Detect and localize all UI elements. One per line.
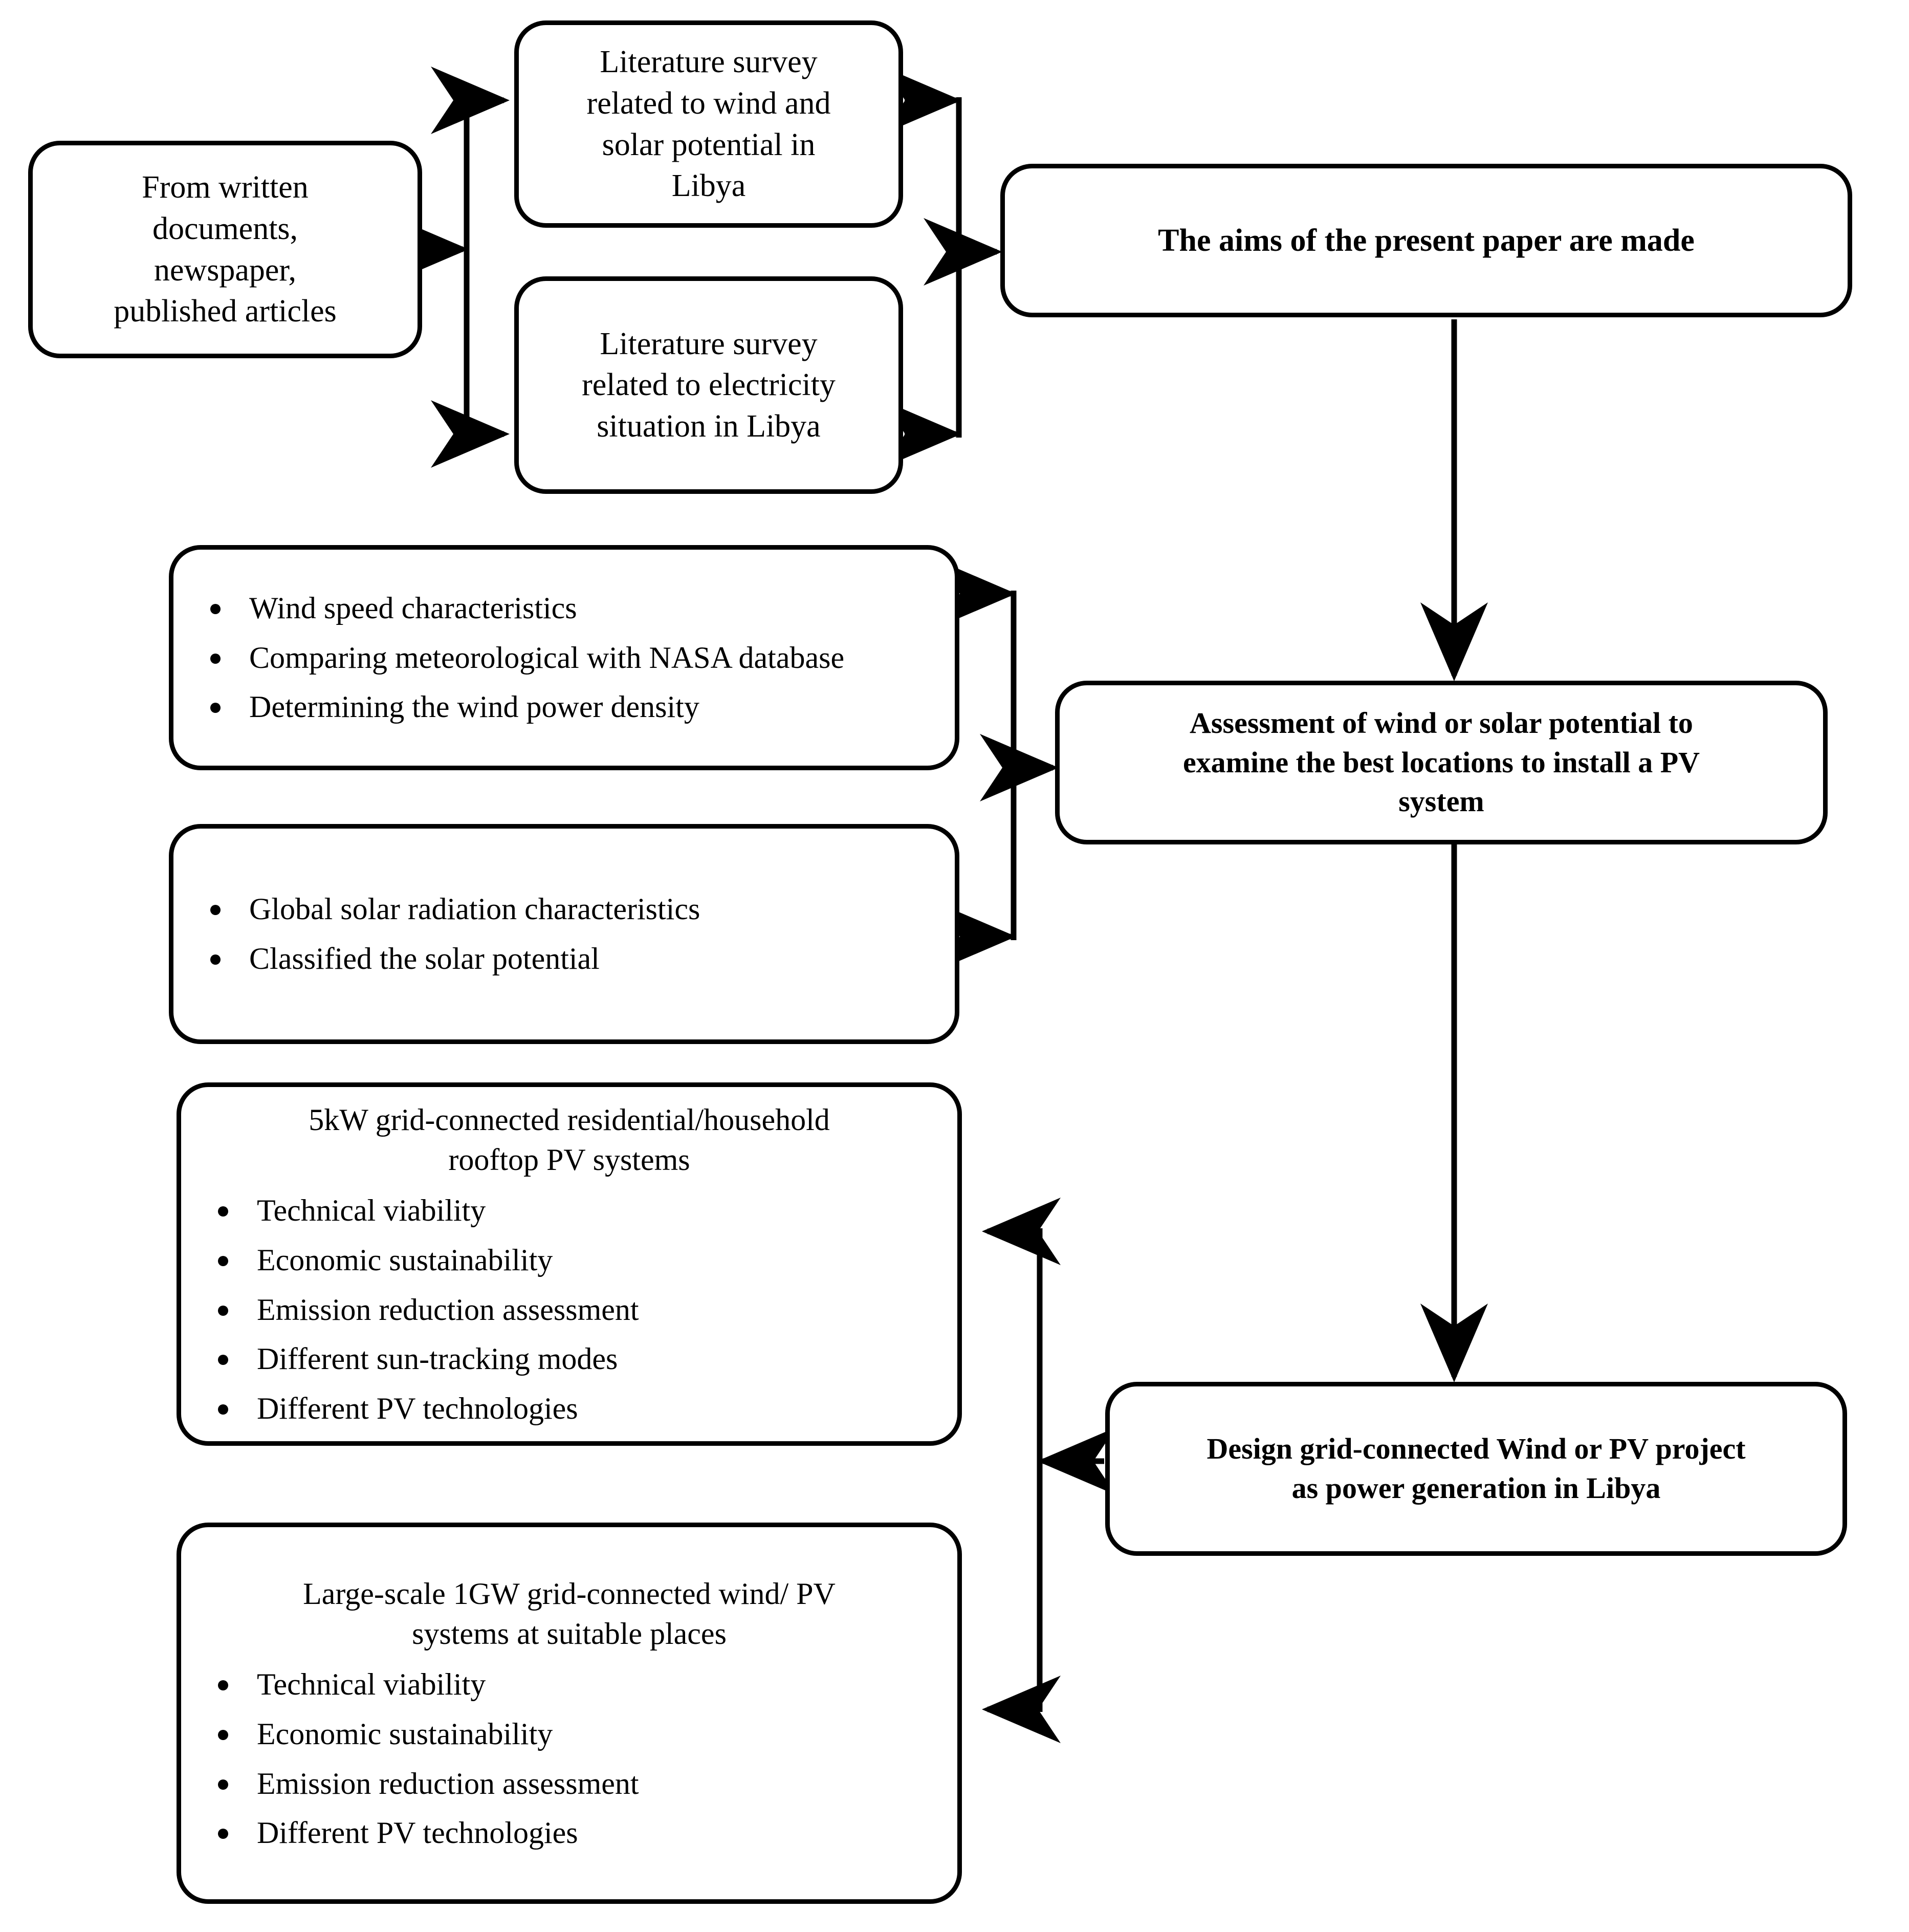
lit-wind-line-4: Libya [671,168,746,204]
residential-rooftop-pv-box[interactable]: 5kW grid-connected residential/household… [177,1082,962,1446]
sources-line-2: documents, [152,211,298,246]
residential-item-5: Different PV technologies [181,1389,957,1428]
solar-task-item-1: Global solar radiation characteristics [173,889,955,929]
assessment-line-3: system [1398,785,1484,818]
wind-tasks-list: Wind speed characteristics Comparing met… [173,589,955,727]
assessment-line-1: Assessment of wind or solar potential to [1190,706,1693,740]
design-line-1: Design grid-connected Wind or PV project [1206,1432,1746,1466]
large-scale-item-3: Emission reduction assessment [181,1764,957,1804]
lit-elec-line-3: situation in Libya [597,408,821,444]
large-scale-bullet-list: Technical viability Economic sustainabil… [181,1665,957,1853]
design-grid-connected-box[interactable]: Design grid-connected Wind or PV project… [1105,1382,1847,1556]
design-line-2: as power generation in Libya [1291,1471,1661,1505]
large-scale-item-4: Different PV technologies [181,1813,957,1853]
solar-tasks-list: Global solar radiation characteristics C… [173,889,955,979]
residential-heading-line-1: 5kW grid-connected residential/household [309,1103,830,1137]
large-scale-item-2: Economic sustainability [181,1714,957,1754]
residential-item-2: Economic sustainability [181,1241,957,1280]
literature-survey-wind-solar-box[interactable]: Literature survey related to wind and so… [514,20,903,228]
residential-item-3: Emission reduction assessment [181,1290,957,1330]
wind-task-item-2: Comparing meteorological with NASA datab… [173,638,955,678]
connector-design-to-pv-systems [982,1198,1116,1743]
connector-sources-to-literature [390,67,510,468]
assessment-of-potential-box[interactable]: Assessment of wind or solar potential to… [1055,681,1828,844]
solar-assessment-tasks-box[interactable]: Global solar radiation characteristics C… [169,824,959,1044]
large-scale-heading-line-1: Large-scale 1GW grid-connected wind/ PV [303,1576,836,1611]
residential-item-1: Technical viability [181,1191,957,1230]
sources-line-4: published articles [114,294,337,329]
wind-assessment-tasks-box[interactable]: Wind speed characteristics Comparing met… [169,545,959,770]
large-scale-item-1: Technical viability [181,1665,957,1704]
wind-task-item-1: Wind speed characteristics [173,589,955,628]
solar-task-item-2: Classified the solar potential [173,939,955,979]
lit-elec-line-1: Literature survey [600,326,818,361]
large-scale-heading-line-2: systems at suitable places [412,1616,727,1651]
connector-literature-to-aims [883,67,1002,468]
residential-heading: 5kW grid-connected residential/household… [181,1100,957,1191]
residential-heading-line-2: rooftop PV systems [448,1143,690,1177]
lit-wind-line-1: Literature survey [600,45,818,80]
lit-wind-line-2: related to wind and [586,85,831,121]
residential-item-4: Different sun-tracking modes [181,1339,957,1379]
aims-text: The aims of the present paper are made [1158,223,1695,258]
aims-of-paper-box[interactable]: The aims of the present paper are made [1000,164,1852,317]
large-scale-heading: Large-scale 1GW grid-connected wind/ PV … [181,1574,957,1665]
wind-task-item-3: Determining the wind power density [173,687,955,727]
assessment-line-2: examine the best locations to install a … [1182,745,1700,779]
sources-line-1: From written [142,170,309,205]
lit-elec-line-2: related to electricity [582,367,836,403]
residential-bullet-list: Technical viability Economic sustainabil… [181,1191,957,1428]
lit-wind-line-3: solar potential in [602,127,816,162]
connector-tasks-to-assessment [937,560,1059,970]
large-scale-systems-box[interactable]: Large-scale 1GW grid-connected wind/ PV … [177,1523,962,1904]
literature-survey-electricity-box[interactable]: Literature survey related to electricity… [514,276,903,494]
from-written-documents-box[interactable]: From written documents, newspaper, publi… [28,141,422,358]
sources-line-3: newspaper, [153,252,297,288]
